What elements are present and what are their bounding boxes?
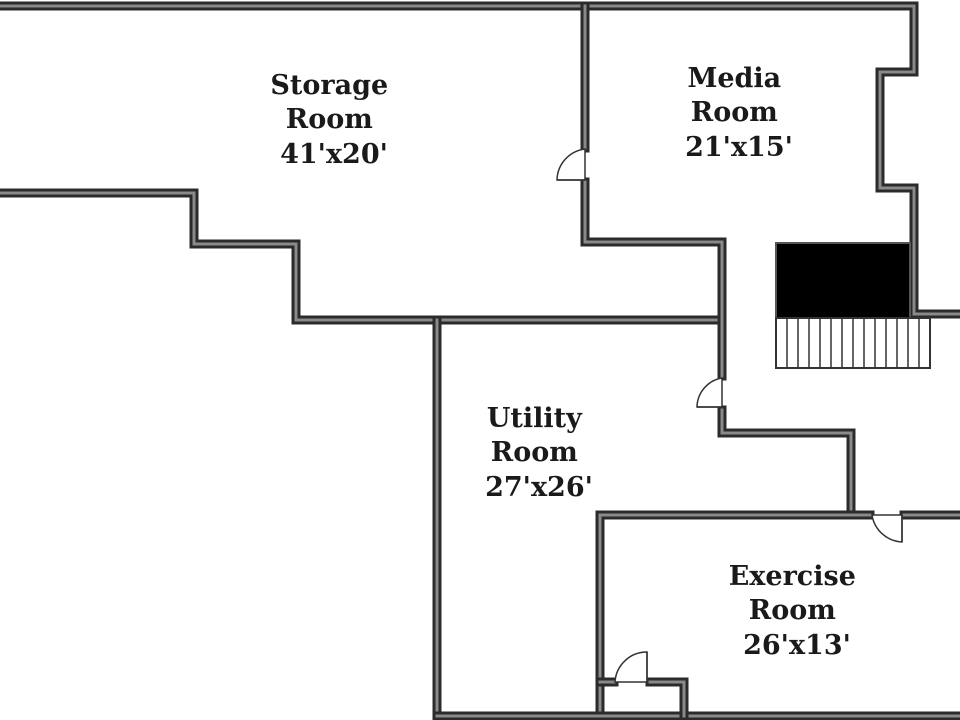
- door-storage-media[interactable]: [556, 148, 586, 181]
- door-exercise[interactable]: [871, 514, 903, 543]
- room-label-media: Media Room 21'x15': [685, 63, 793, 163]
- storage-media-partition-lower: [580, 177, 727, 381]
- room-label-exercise: Exercise Room 26'x13': [729, 561, 866, 661]
- closet-wall-right: [645, 677, 689, 720]
- stairs: [775, 242, 931, 369]
- stair-landing: [775, 242, 911, 319]
- room-labels: Storage Room 41'x20' Media Room 21'x15' …: [270, 63, 866, 661]
- utility-east-wall: [717, 405, 856, 519]
- door-closet[interactable]: [614, 651, 648, 683]
- door-utility[interactable]: [696, 377, 723, 408]
- room-label-storage: Storage Room 41'x20': [270, 70, 397, 170]
- doors: [556, 148, 903, 683]
- storage-south-wall: [0, 188, 727, 325]
- room-label-utility: Utility Room 27'x26': [485, 403, 593, 503]
